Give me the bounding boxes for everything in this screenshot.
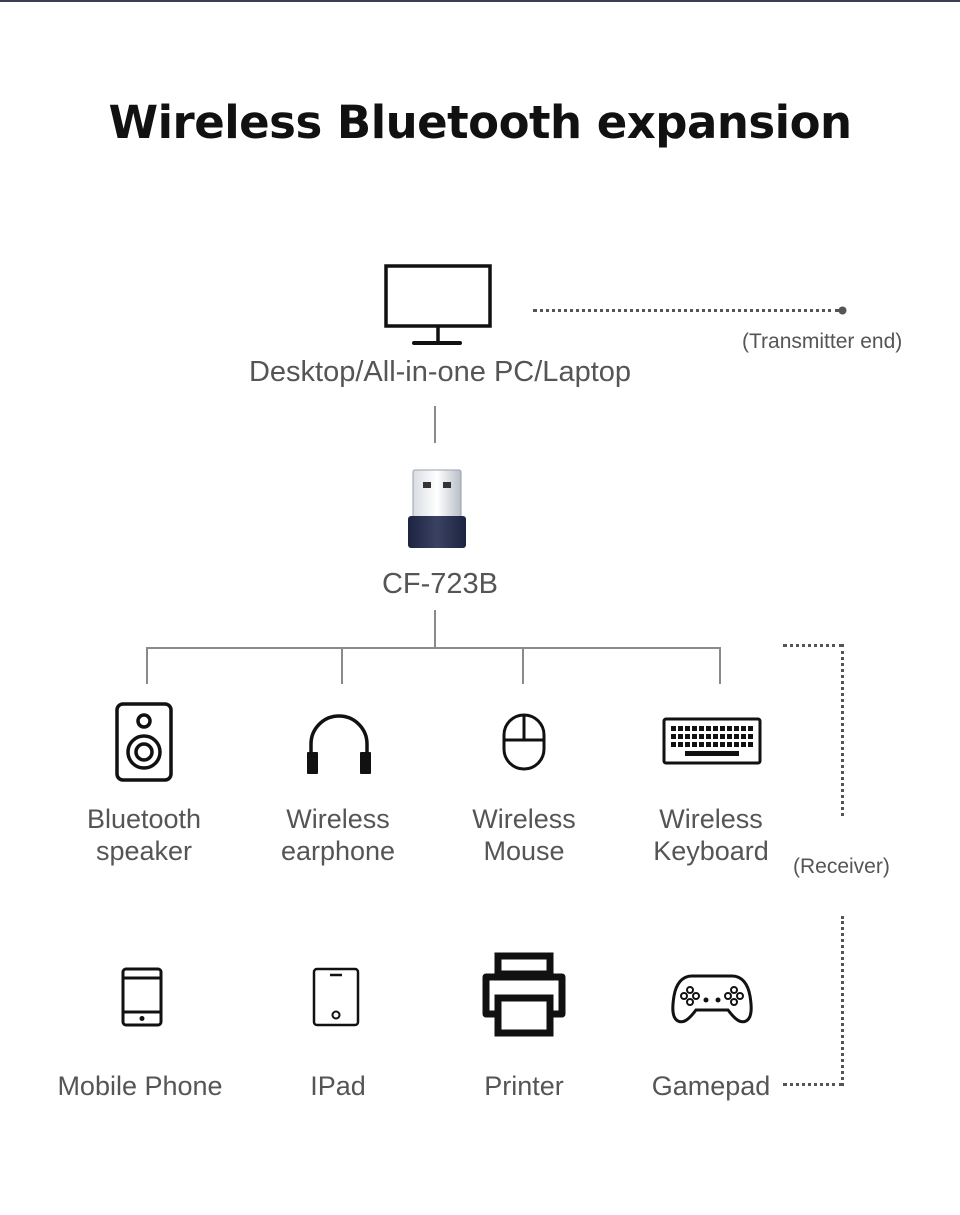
device-label-printer: Printer [484, 1071, 564, 1101]
host-connector [434, 406, 436, 443]
branch-earphone [341, 647, 343, 684]
device-label-line1: Wireless [286, 804, 390, 834]
top-border [0, 0, 960, 2]
receiver-note: (Receiver) [793, 855, 890, 878]
usb-adapter-icon [406, 468, 468, 550]
keyboard-icon [662, 717, 762, 765]
transmitter-dotted-line [533, 309, 839, 312]
device-label-speaker: Bluetooth speaker [64, 803, 224, 867]
receiver-dotted-bottom [783, 1083, 843, 1086]
device-label-line2: Mouse [483, 836, 565, 866]
branch-speaker [146, 647, 148, 684]
printer-icon [481, 952, 567, 1038]
receiver-dotted-upper [841, 644, 844, 816]
speaker-icon [115, 702, 173, 782]
tablet-icon [312, 967, 360, 1027]
receiver-dotted-lower [841, 916, 844, 1086]
receiver-dotted-top [783, 644, 843, 647]
branch-mouse [522, 647, 524, 684]
device-label-phone: Mobile Phone [57, 1071, 223, 1101]
device-label-gamepad: Gamepad [651, 1071, 771, 1101]
page-title: Wireless Bluetooth expansion [108, 96, 852, 149]
device-label-line1: Bluetooth [86, 804, 202, 834]
adapter-label: CF-723B [381, 568, 499, 600]
host-label: Desktop/All-in-one PC/Laptop [248, 356, 632, 388]
device-label-keyboard: Wireless Keyboard [631, 803, 791, 867]
device-label-tablet: IPad [310, 1071, 366, 1101]
device-branch-line [146, 647, 721, 649]
transmitter-note: (Transmitter end) [742, 330, 903, 353]
device-label-line2: speaker [95, 836, 193, 866]
mouse-icon [502, 713, 546, 771]
headphones-icon [305, 712, 373, 776]
device-label-mouse: Wireless Mouse [444, 803, 604, 867]
branch-keyboard [719, 647, 721, 684]
phone-icon [121, 967, 163, 1027]
adapter-connector [434, 610, 436, 647]
device-label-line2: earphone [280, 836, 396, 866]
device-label-line2: Keyboard [653, 836, 769, 866]
gamepad-icon [670, 972, 754, 1026]
monitor-icon [384, 264, 492, 348]
dot-marker [838, 306, 847, 315]
device-label-earphone: Wireless earphone [258, 803, 418, 867]
device-label-line1: Wireless [472, 804, 576, 834]
device-label-line1: Wireless [659, 804, 763, 834]
